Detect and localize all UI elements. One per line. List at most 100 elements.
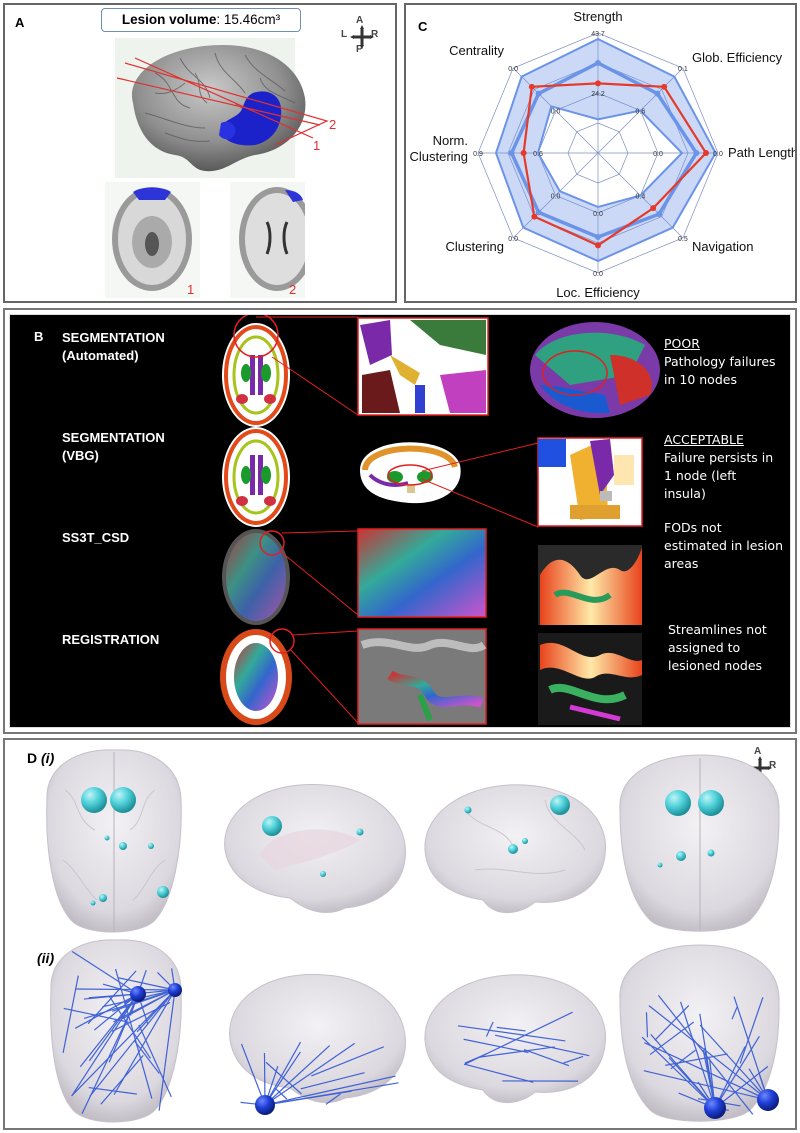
row-2-zoom bbox=[537, 437, 643, 527]
node-lesion bbox=[757, 1089, 779, 1111]
connectivity-edge bbox=[457, 1025, 566, 1042]
lesion-blob bbox=[219, 91, 282, 146]
row-1-title-line-1: SEGMENTATION bbox=[62, 330, 165, 345]
radar-tick-outer: 43.7 bbox=[591, 31, 605, 38]
row-3-right-zoom bbox=[538, 545, 642, 625]
slice-label-1: 1 bbox=[313, 138, 320, 153]
panel-d-row-i-label: (i) bbox=[41, 750, 55, 766]
slice-label-2: 2 bbox=[329, 117, 336, 132]
radar-spoke bbox=[512, 152, 599, 239]
node-small bbox=[657, 862, 663, 868]
radar-normative-band bbox=[496, 39, 716, 261]
lesion-volume-box: Lesion volume: 15.46cm³ bbox=[101, 8, 301, 32]
radar-mean-point bbox=[535, 209, 542, 216]
node-small bbox=[508, 844, 518, 854]
node-small bbox=[104, 835, 110, 841]
row-2-title-line-1: SEGMENTATION bbox=[62, 430, 165, 445]
node-lesion bbox=[168, 983, 182, 997]
radar-tick-outer: 0.0 bbox=[593, 271, 603, 278]
radar-axis-label: Norm.Clustering bbox=[409, 133, 468, 164]
node-lesion bbox=[704, 1097, 726, 1119]
radar-patient-point bbox=[520, 150, 527, 156]
panel-a-label: A bbox=[15, 15, 25, 30]
axial-label-2: 2 bbox=[289, 282, 296, 297]
connectivity-edge bbox=[670, 1049, 696, 1070]
row-3-title: SS3T_CSD bbox=[62, 530, 130, 545]
radar-mean-point bbox=[535, 90, 542, 97]
radar-mean-point bbox=[693, 150, 700, 156]
connectivity-edge bbox=[645, 1012, 649, 1038]
row-4-title: REGISTRATION bbox=[62, 632, 160, 647]
connectivity-edge bbox=[463, 1038, 529, 1054]
radar-spoke bbox=[512, 67, 599, 154]
connectivity-edge bbox=[485, 1021, 494, 1037]
compass-a-posterior: P bbox=[356, 44, 363, 55]
connectivity-edge bbox=[311, 1046, 384, 1077]
connectivity-edge bbox=[680, 1001, 716, 1109]
connectivity-edge bbox=[479, 1046, 555, 1058]
brain-3d-lesion-render: 2 1 bbox=[115, 38, 336, 178]
lesion-volume-value: : 15.46cm³ bbox=[216, 12, 281, 27]
radar-mean-point bbox=[656, 211, 663, 218]
connectivity-edge bbox=[523, 1048, 570, 1067]
connectivity-edge bbox=[71, 993, 139, 1097]
connectivity-edge bbox=[265, 1061, 302, 1095]
panel-b-imagery bbox=[220, 315, 660, 725]
connectivity-edge bbox=[714, 1036, 760, 1109]
connectivity-edge bbox=[494, 1034, 590, 1057]
row-3-note: FODs not estimated in lesion areas bbox=[664, 520, 784, 571]
node-small bbox=[522, 838, 528, 844]
connectivity-edge bbox=[739, 997, 764, 1064]
row-1-note-head: POOR bbox=[664, 336, 700, 351]
connectivity-edge bbox=[62, 975, 79, 1053]
connectivity-edge bbox=[731, 1007, 738, 1020]
radar-chart: 43.724.20.10.60.00.00.50.40.00.00.00.00.… bbox=[409, 9, 795, 300]
radar-tick-inner: 0.6 bbox=[533, 151, 543, 158]
panel-b: B SEGMENTATION (Automated) SEGMENTATION … bbox=[3, 308, 797, 734]
orientation-compass-a: A L R P bbox=[341, 15, 381, 59]
panel-d-row-ii-label: (ii) bbox=[37, 950, 55, 966]
compass-d-right: R bbox=[769, 760, 777, 771]
row-1-title-line-2: (Automated) bbox=[62, 348, 139, 363]
row-4-right-zoom bbox=[538, 633, 642, 725]
node-lesion bbox=[130, 986, 146, 1002]
node-small bbox=[676, 851, 686, 861]
panel-b-label: B bbox=[34, 329, 44, 344]
slice-plane-lines bbox=[116, 57, 329, 146]
node-small bbox=[148, 843, 154, 849]
compass-d-cross-icon bbox=[748, 756, 772, 780]
compass-d-anterior: A bbox=[754, 746, 762, 757]
node-small bbox=[707, 849, 715, 857]
node-large bbox=[262, 816, 282, 836]
radar-mean-point bbox=[595, 234, 601, 240]
panel-c-label: C bbox=[418, 19, 428, 34]
panel-d-label: D (i) bbox=[27, 750, 54, 766]
radar-tick-outer: 0.0 bbox=[713, 151, 723, 158]
row-2-title-line-2: (VBG) bbox=[62, 448, 99, 463]
connectivity-edges bbox=[62, 951, 769, 1115]
connectivity-edge bbox=[274, 1087, 288, 1100]
radar-mean-point bbox=[654, 90, 661, 97]
connectivity-edge bbox=[100, 1054, 144, 1105]
connectivity-edge bbox=[699, 1024, 769, 1101]
radar-patient-point bbox=[531, 213, 538, 220]
connectivity-edge bbox=[75, 988, 176, 991]
connectivity-edge bbox=[136, 989, 176, 1033]
connectivity-edge bbox=[134, 1040, 160, 1074]
radar-tick-inner: 0.0 bbox=[653, 151, 663, 158]
row-1-zoom bbox=[357, 317, 489, 416]
radar-tick-inner: 0.0 bbox=[551, 193, 561, 200]
connectivity-edge bbox=[563, 1055, 584, 1064]
node-small bbox=[320, 871, 326, 877]
connectivity-edge bbox=[83, 993, 139, 1000]
connectivity-edge bbox=[643, 1070, 769, 1101]
connectivity-edge bbox=[496, 1026, 526, 1032]
lesion-volume-label: Lesion volume bbox=[121, 12, 217, 27]
compass-a-left: L bbox=[341, 29, 348, 40]
node-small bbox=[356, 828, 364, 836]
connectivity-edge bbox=[264, 1042, 355, 1106]
row-4-note: Streamlines not assigned to lesioned nod… bbox=[668, 622, 767, 673]
connectivity-edge bbox=[464, 1063, 534, 1083]
radar-tick-inner: 0.0 bbox=[593, 211, 603, 218]
